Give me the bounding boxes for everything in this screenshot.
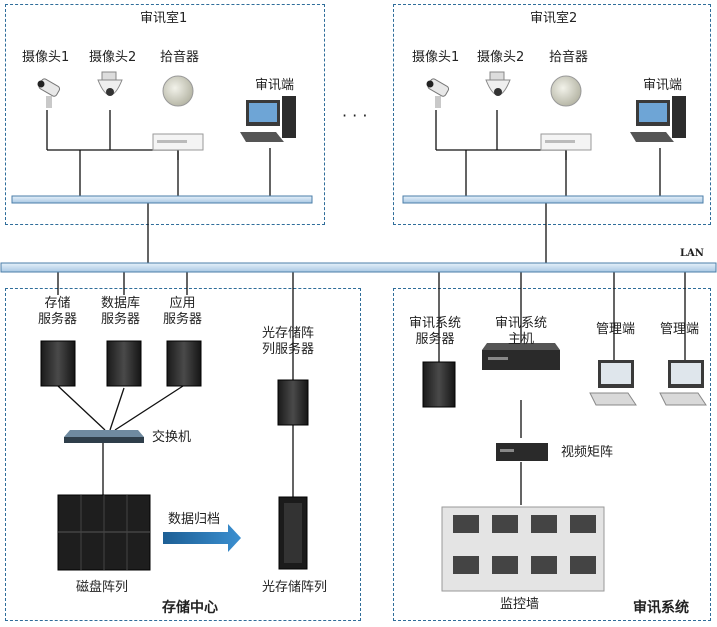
room1-terminal-label: 审讯端 (255, 78, 295, 93)
server-icon (106, 340, 142, 387)
db-server-label: 数据库服务器 (101, 296, 141, 327)
connection-lines (46, 110, 686, 505)
computer-icon (240, 96, 296, 142)
lan-label: LAN (680, 248, 704, 259)
wall-label: 监控墙 (500, 597, 540, 612)
bullet-camera-icon (37, 78, 61, 108)
room2-title: 审讯室2 (530, 11, 578, 26)
sys-server-label: 审讯系统服务器 (409, 316, 462, 347)
room2-camera1-label: 摄像头1 (412, 50, 460, 65)
interrogation-system-title: 审讯系统 (633, 600, 689, 616)
computer-icon (630, 96, 686, 142)
storage-center-title: 存储中心 (162, 600, 218, 616)
room2-camera2-label: 摄像头2 (477, 50, 525, 65)
archive-arrow-icon (163, 524, 241, 552)
disk-array-label: 磁盘阵列 (76, 580, 129, 595)
dome-camera-icon (97, 71, 123, 96)
optical-array-label: 光存储阵列 (262, 580, 328, 595)
ellipsis: · · · (342, 106, 368, 125)
optical-server-label: 光存储阵列服务器 (262, 326, 315, 357)
microphone-icon (162, 75, 194, 107)
video-matrix-icon (496, 443, 548, 461)
room2-bus (402, 195, 704, 204)
sys-host-label: 审讯系统主机 (495, 316, 548, 347)
computer-icon (589, 360, 637, 406)
mgmt2-label: 管理端 (660, 322, 700, 337)
switch-label: 交换机 (152, 430, 192, 445)
room1-bus (11, 195, 313, 204)
room1-camera1-label: 摄像头1 (22, 50, 70, 65)
app-server-label: 应用服务器 (163, 296, 203, 327)
room2-box (393, 4, 711, 225)
microphone-icon (550, 75, 582, 107)
room2-mic-label: 拾音器 (549, 50, 589, 65)
lan-bus (0, 262, 717, 273)
room1-mic-label: 拾音器 (160, 50, 200, 65)
computer-icon (659, 360, 707, 406)
interrogation-system-box (393, 288, 711, 621)
audio-device-icon (540, 133, 592, 151)
audio-device-icon (152, 133, 204, 151)
matrix-label: 视频矩阵 (561, 445, 614, 460)
room1-box (5, 4, 325, 225)
dome-camera-icon (485, 71, 511, 96)
archive-label: 数据归档 (168, 512, 221, 527)
disk-array-icon (57, 494, 151, 571)
room1-title: 审讯室1 (140, 11, 188, 26)
server-icon (40, 340, 76, 387)
host-icon (482, 343, 560, 370)
server-icon (422, 361, 456, 408)
server-icon (166, 340, 202, 387)
bullet-camera-icon (426, 78, 450, 108)
storage-server-label: 存储服务器 (38, 296, 78, 327)
mgmt1-label: 管理端 (596, 322, 636, 337)
storage-center-box (5, 288, 361, 621)
switch-icon (64, 430, 144, 443)
optical-array-icon (278, 496, 308, 570)
video-wall-icon (441, 506, 605, 592)
server-icon (277, 379, 309, 426)
room2-terminal-label: 审讯端 (643, 78, 683, 93)
room1-camera2-label: 摄像头2 (89, 50, 137, 65)
